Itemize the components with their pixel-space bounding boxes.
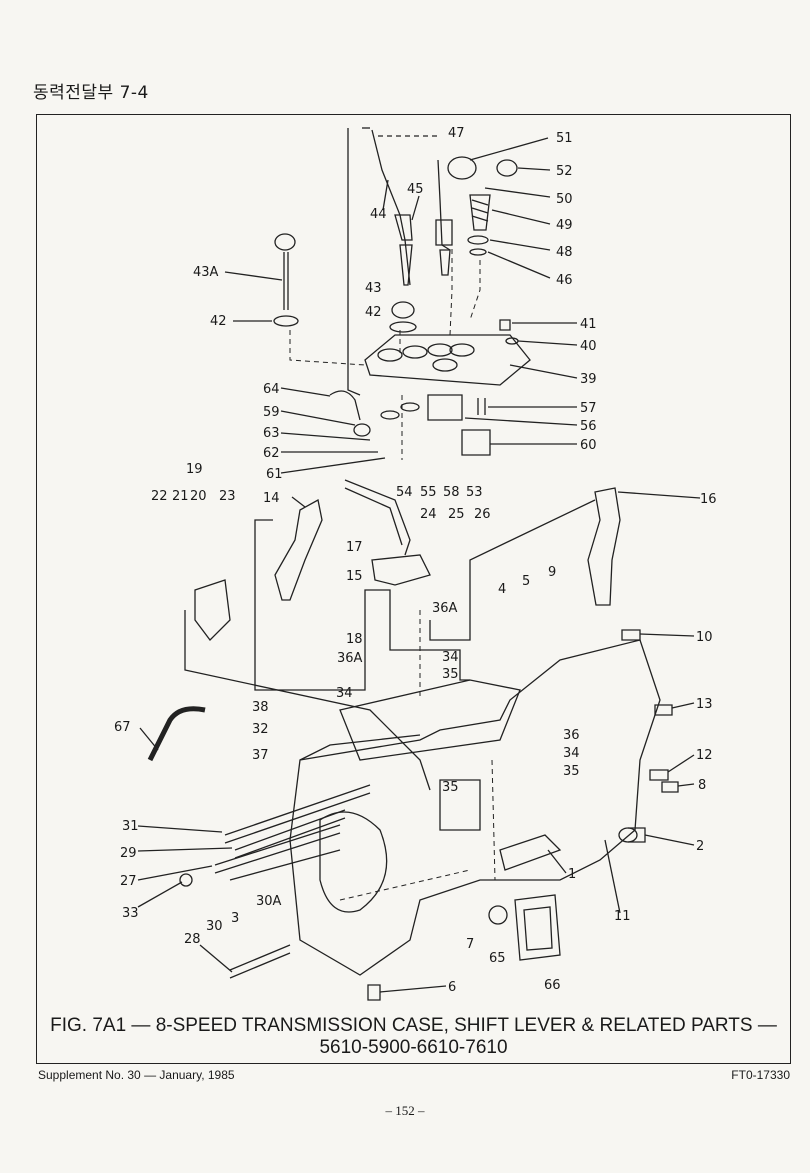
supplement-note: Supplement No. 30 — January, 1985 xyxy=(38,1068,235,1082)
part-callout: 56 xyxy=(580,419,597,434)
part-callout: 33 xyxy=(122,906,139,921)
part-callout: 18 xyxy=(346,632,363,647)
part-callout: 34 xyxy=(336,686,353,701)
part-callout: 31 xyxy=(122,819,139,834)
part-callout: 14 xyxy=(263,491,280,506)
part-callout: 38 xyxy=(252,700,269,715)
part-callout: 19 xyxy=(186,462,203,477)
figure-caption: FIG. 7A1 — 8-SPEED TRANSMISSION CASE, SH… xyxy=(36,1015,791,1059)
part-callout: 5 xyxy=(522,574,530,589)
part-callout: 55 xyxy=(420,485,437,500)
part-callout: 44 xyxy=(370,207,387,222)
part-callout: 17 xyxy=(346,540,363,555)
part-callout: 11 xyxy=(614,909,631,924)
part-callout: 35 xyxy=(563,764,580,779)
part-callout: 16 xyxy=(700,492,717,507)
part-callout: 28 xyxy=(184,932,201,947)
part-callout: 54 xyxy=(396,485,413,500)
part-callout: 51 xyxy=(556,131,573,146)
part-callout: 60 xyxy=(580,438,597,453)
part-callout: 64 xyxy=(263,382,280,397)
part-callout: 37 xyxy=(252,748,269,763)
part-callout: 52 xyxy=(556,164,573,179)
part-callout: 57 xyxy=(580,401,597,416)
part-callout: 24 xyxy=(420,507,437,522)
part-callout: 42 xyxy=(365,305,382,320)
part-callout: 39 xyxy=(580,372,597,387)
part-callout: 41 xyxy=(580,317,597,332)
part-callout: 4 xyxy=(498,582,506,597)
part-callout: 50 xyxy=(556,192,573,207)
part-callout: 7 xyxy=(466,937,474,952)
part-callout: 43A xyxy=(193,265,219,280)
part-callout: 49 xyxy=(556,218,573,233)
part-callout: 25 xyxy=(448,507,465,522)
part-callout: 27 xyxy=(120,874,137,889)
part-callout: 8 xyxy=(698,778,706,793)
part-callout: 6 xyxy=(448,980,456,995)
part-callout: 26 xyxy=(474,507,491,522)
part-callout: 66 xyxy=(544,978,561,993)
part-callout: 12 xyxy=(696,748,713,763)
part-callout: 10 xyxy=(696,630,713,645)
part-callout: 34 xyxy=(563,746,580,761)
part-callout: 21 xyxy=(172,489,189,504)
part-callout: 61 xyxy=(266,467,283,482)
part-callout: 53 xyxy=(466,485,483,500)
part-callout: 13 xyxy=(696,697,713,712)
page-number: – 152 – xyxy=(385,1103,425,1118)
part-callout: 22 xyxy=(151,489,168,504)
part-callout: 9 xyxy=(548,565,556,580)
part-callout: 1 xyxy=(568,867,576,882)
part-callout: 30A xyxy=(256,894,282,909)
caption-models: 5610-5900-6610-7610 xyxy=(319,1037,508,1058)
part-callout: 23 xyxy=(219,489,236,504)
drawing-code: FT0-17330 xyxy=(731,1068,790,1082)
part-callout: 34 xyxy=(442,650,459,665)
part-callout: 29 xyxy=(120,846,137,861)
part-callout: 65 xyxy=(489,951,506,966)
part-callout: 42 xyxy=(210,314,227,329)
part-callout: 35 xyxy=(442,667,459,682)
part-callout: 36A xyxy=(337,651,363,666)
part-callout: 48 xyxy=(556,245,573,260)
part-callout: 3 xyxy=(231,911,239,926)
part-callout: 2 xyxy=(696,839,704,854)
part-callout: 67 xyxy=(114,720,131,735)
part-callout: 43 xyxy=(365,281,382,296)
part-callout: 20 xyxy=(190,489,207,504)
part-callout: 30 xyxy=(206,919,223,934)
part-callout: 36 xyxy=(563,728,580,743)
part-callout: 58 xyxy=(443,485,460,500)
part-callout: 46 xyxy=(556,273,573,288)
part-callout: 63 xyxy=(263,426,280,441)
part-callout: 59 xyxy=(263,405,280,420)
part-callout: 40 xyxy=(580,339,597,354)
part-callout: 47 xyxy=(448,126,465,141)
figure-frame xyxy=(36,114,791,1064)
caption-title: FIG. 7A1 — 8-SPEED TRANSMISSION CASE, SH… xyxy=(50,1015,777,1036)
part-callout: 15 xyxy=(346,569,363,584)
part-callout: 45 xyxy=(407,182,424,197)
part-callout: 62 xyxy=(263,446,280,461)
part-callout: 32 xyxy=(252,722,269,737)
part-callout: 35 xyxy=(442,780,459,795)
page-section-title: 동력전달부 7-4 xyxy=(33,83,149,103)
part-callout: 36A xyxy=(432,601,458,616)
